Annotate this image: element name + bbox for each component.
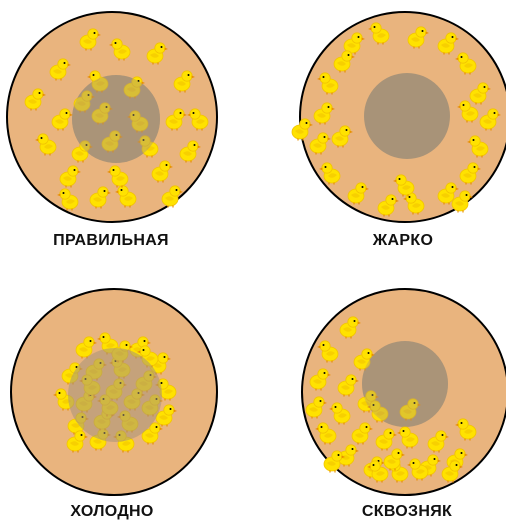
panel-hot	[292, 12, 506, 222]
panel-label-correct: ПРАВИЛЬНАЯ	[11, 232, 211, 250]
panel-label-hot: ЖАРКО	[303, 232, 503, 250]
panel-label-cold: ХОЛОДНО	[12, 503, 212, 521]
panel-correct	[7, 12, 217, 222]
heat-zone-overlay	[362, 341, 448, 427]
panel-cold	[11, 289, 217, 495]
heat-zone-overlay	[72, 75, 160, 163]
panel-draft	[302, 289, 506, 495]
heat-zone	[364, 73, 450, 159]
heat-zone	[68, 348, 162, 442]
panel-label-draft: СКВОЗНЯК	[307, 503, 506, 521]
